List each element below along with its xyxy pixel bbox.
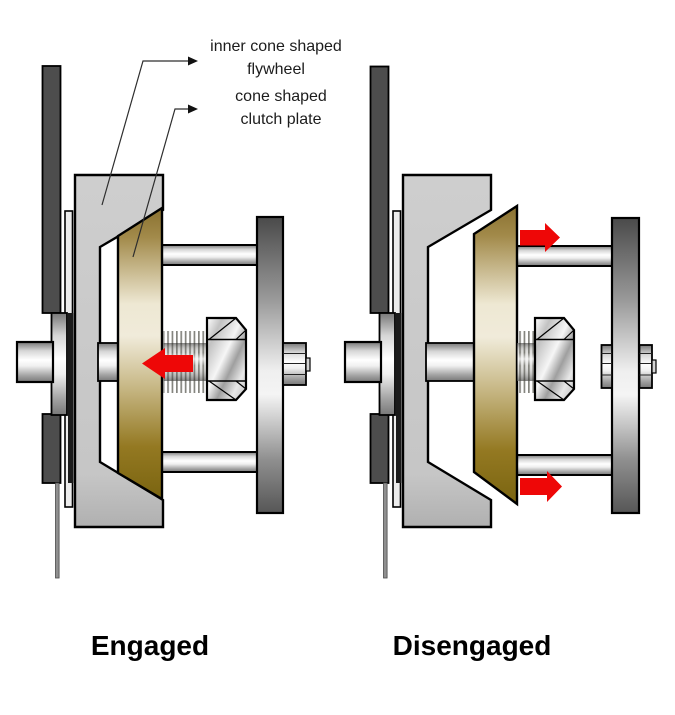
tie-rod-lower bbox=[160, 451, 259, 473]
pressure-plate bbox=[610, 216, 641, 515]
clutch-callout-line2: clutch plate bbox=[240, 111, 322, 128]
input-shaft-stub bbox=[15, 340, 55, 384]
flywheel-rim-bottom bbox=[41, 413, 62, 484]
center-shaft-segment bbox=[97, 342, 121, 382]
flywheel-leader-line bbox=[101, 60, 189, 206]
pressure-plate bbox=[255, 215, 285, 515]
thread-crest-top bbox=[163, 331, 207, 344]
lever-rod bbox=[383, 482, 388, 579]
flywheel-callout-line2: flywheel bbox=[247, 61, 305, 78]
flywheel-callout-line1: inner cone shaped bbox=[210, 38, 342, 55]
callout-leaders bbox=[101, 56, 198, 258]
tie-rod-upper bbox=[515, 245, 614, 267]
clutch-leader-line bbox=[132, 108, 189, 258]
thread-crest-top bbox=[517, 331, 535, 344]
clutch-callout-label: cone shaped clutch plate bbox=[191, 85, 371, 131]
input-shaft-stub bbox=[343, 340, 383, 384]
cone-clutch-plate bbox=[472, 203, 519, 507]
flywheel-rim-top bbox=[369, 65, 390, 314]
cone-clutch-plate bbox=[116, 205, 164, 502]
disengaged-panel bbox=[343, 65, 657, 579]
lever-rod bbox=[55, 482, 60, 579]
adjusting-nut bbox=[533, 316, 576, 402]
flywheel-callout-label: inner cone shaped flywheel bbox=[186, 35, 366, 81]
output-shaft-stub bbox=[282, 342, 311, 386]
flywheel-rim-top bbox=[41, 65, 62, 314]
output-shaft-stub bbox=[600, 344, 657, 389]
flywheel-rim-bottom bbox=[369, 413, 390, 484]
clutch-leader-arrowhead-icon bbox=[188, 104, 198, 114]
engaged-caption: Engaged bbox=[90, 630, 210, 661]
hub-spacer bbox=[68, 313, 74, 483]
hub-spacer bbox=[396, 313, 402, 483]
disengage-arrow-right-top-icon bbox=[520, 223, 560, 252]
thread-crest-bottom bbox=[517, 380, 535, 393]
adjusting-nut bbox=[205, 316, 248, 402]
tie-rod-lower bbox=[515, 454, 614, 476]
flywheel-leader-arrowhead-icon bbox=[188, 56, 198, 66]
engaged-panel bbox=[15, 65, 311, 579]
clutch-callout-line1: cone shaped bbox=[235, 88, 327, 105]
disengage-arrow-right-bottom-icon bbox=[520, 471, 562, 502]
inner-cone-flywheel bbox=[73, 173, 165, 529]
center-shaft-segment bbox=[425, 342, 476, 382]
engage-arrow-left-icon bbox=[142, 348, 193, 379]
threaded-shaft bbox=[517, 331, 535, 393]
tie-rod-upper bbox=[160, 244, 259, 266]
inner-cone-flywheel bbox=[401, 173, 493, 529]
thread-core-shade bbox=[517, 343, 535, 381]
thread-crest-bottom bbox=[163, 380, 207, 393]
disengaged-caption: Disengaged bbox=[392, 630, 552, 661]
